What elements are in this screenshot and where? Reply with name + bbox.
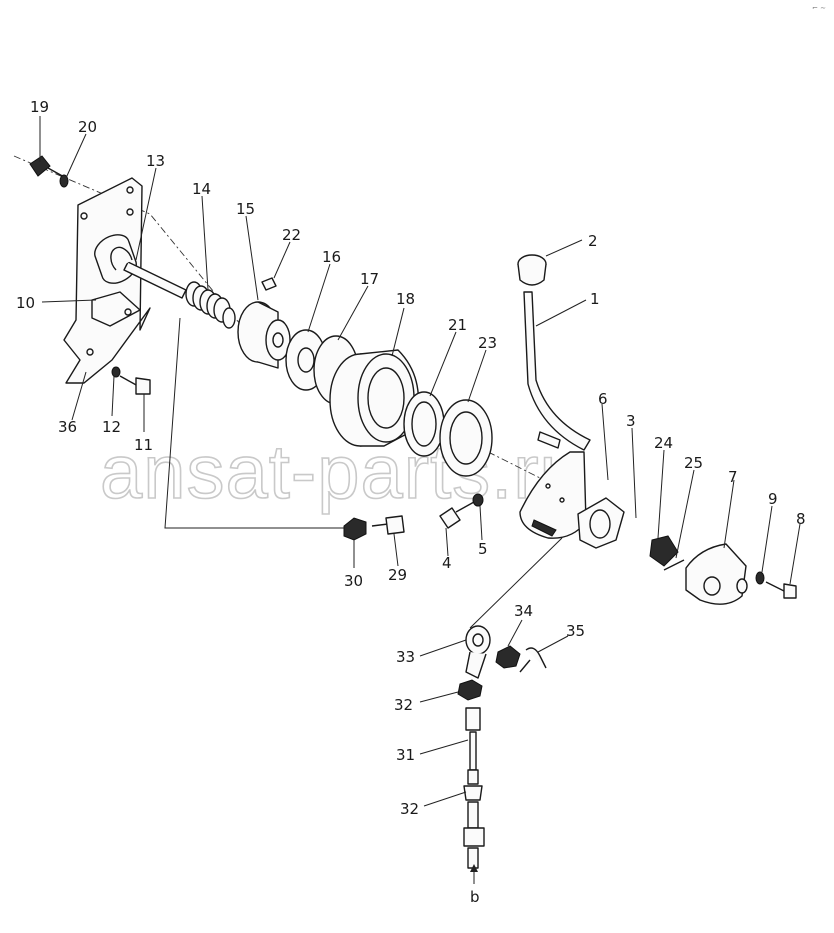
callout-18: 18 xyxy=(396,290,415,308)
callout-20: 20 xyxy=(78,118,97,136)
ring-21 xyxy=(403,391,445,457)
callout-25: 25 xyxy=(684,454,703,472)
callout-14: 14 xyxy=(192,180,211,198)
callout-23: 23 xyxy=(478,334,497,352)
bolt-4 xyxy=(439,501,475,529)
spring-14 xyxy=(185,281,236,329)
callout-10: 10 xyxy=(16,294,35,312)
key-22 xyxy=(261,277,277,291)
callout-17: 17 xyxy=(360,270,379,288)
nut-32-upper xyxy=(457,679,483,701)
callout-12: 12 xyxy=(102,418,121,436)
callout-31: 31 xyxy=(396,746,415,764)
callout-36: 36 xyxy=(58,418,77,436)
shaft-13 xyxy=(110,246,187,299)
cotter-pin-35 xyxy=(519,647,547,673)
rod-link-line xyxy=(469,537,563,629)
bracket-plate xyxy=(63,177,151,384)
nut-30 xyxy=(343,517,367,541)
collar-15 xyxy=(237,301,291,369)
callout-35: 35 xyxy=(566,622,585,640)
callout-22: 22 xyxy=(282,226,301,244)
callout-29: 29 xyxy=(388,566,407,584)
plate-6 xyxy=(519,451,587,539)
callout-21: 21 xyxy=(448,316,467,334)
callout-30: 30 xyxy=(344,572,363,590)
callout-32-lower: 32 xyxy=(400,800,419,818)
callout-9: 9 xyxy=(768,490,778,508)
bolt-8 xyxy=(765,581,797,599)
callout-labels: 19 20 13 14 15 22 16 17 18 21 23 2 1 6 3… xyxy=(16,98,806,818)
nut-34 xyxy=(495,645,521,669)
callout-13: 13 xyxy=(146,152,165,170)
callout-33: 33 xyxy=(396,648,415,666)
cap-7 xyxy=(685,543,748,605)
callout-16: 16 xyxy=(322,248,341,266)
corner-mark: ⌐ ∼ xyxy=(812,4,826,12)
washer-12 xyxy=(111,366,121,378)
callout-24: 24 xyxy=(654,434,673,452)
nut-24 xyxy=(649,535,679,567)
cam-3 xyxy=(577,497,625,549)
leader-lines xyxy=(39,116,801,807)
callout-2: 2 xyxy=(588,232,598,250)
direction-arrow: b xyxy=(470,864,480,906)
callout-5: 5 xyxy=(478,540,488,558)
lever-link-line xyxy=(164,317,350,529)
callout-1: 1 xyxy=(590,290,600,308)
bolt-11 xyxy=(119,375,151,395)
lever-1 xyxy=(523,291,591,451)
callout-19: 19 xyxy=(30,98,49,116)
knob-2 xyxy=(517,254,547,286)
arrow-label: b xyxy=(470,888,480,906)
washer-9 xyxy=(755,571,765,585)
bolt-29 xyxy=(371,515,405,535)
ring-23 xyxy=(439,399,493,477)
rod-31 xyxy=(465,707,481,785)
callout-3: 3 xyxy=(626,412,636,430)
callout-8: 8 xyxy=(796,510,806,528)
watermark-text: ansat-parts.ru xyxy=(100,430,583,515)
callout-6: 6 xyxy=(598,390,608,408)
callout-11: 11 xyxy=(134,436,153,454)
callout-32-upper: 32 xyxy=(394,696,413,714)
bolt-19 xyxy=(29,155,67,179)
callout-34: 34 xyxy=(514,602,533,620)
callout-4: 4 xyxy=(442,554,452,572)
callout-7: 7 xyxy=(728,468,738,486)
nut-32-lower xyxy=(463,785,485,869)
washer-5 xyxy=(472,493,484,507)
pin-25 xyxy=(663,559,685,571)
callout-15: 15 xyxy=(236,200,255,218)
rod-end-33 xyxy=(465,625,491,679)
